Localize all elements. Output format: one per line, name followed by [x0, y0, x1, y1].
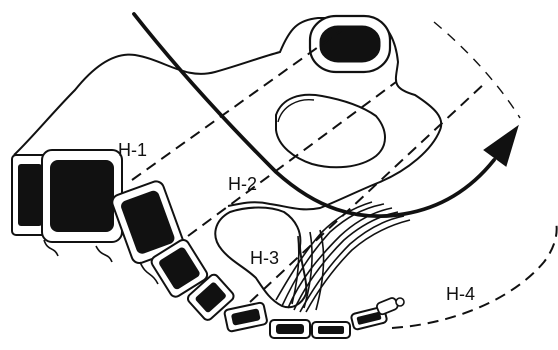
label-h1: H-1: [118, 140, 147, 160]
obturator-foramen: [276, 95, 385, 167]
plane-h4-curve: [392, 222, 557, 328]
label-h4: H-4: [446, 284, 475, 304]
coccyx-tip: [376, 297, 399, 316]
arrowhead-icon: [484, 126, 518, 166]
coccyx-segment-1: [224, 302, 268, 332]
plane-h4-top-arc: [434, 22, 520, 118]
pubic-symphysis: [320, 26, 380, 62]
coccyx-end: [396, 298, 404, 306]
plane-h2-line: [188, 82, 396, 236]
sacral-vertebra-1: [42, 150, 122, 242]
coccyx-segment-3: [312, 322, 350, 338]
sacrum-coccyx-column: [12, 150, 404, 338]
label-h3: H-3: [250, 248, 279, 268]
coccyx-segment-2: [270, 320, 310, 338]
label-h2: H-2: [228, 174, 257, 194]
